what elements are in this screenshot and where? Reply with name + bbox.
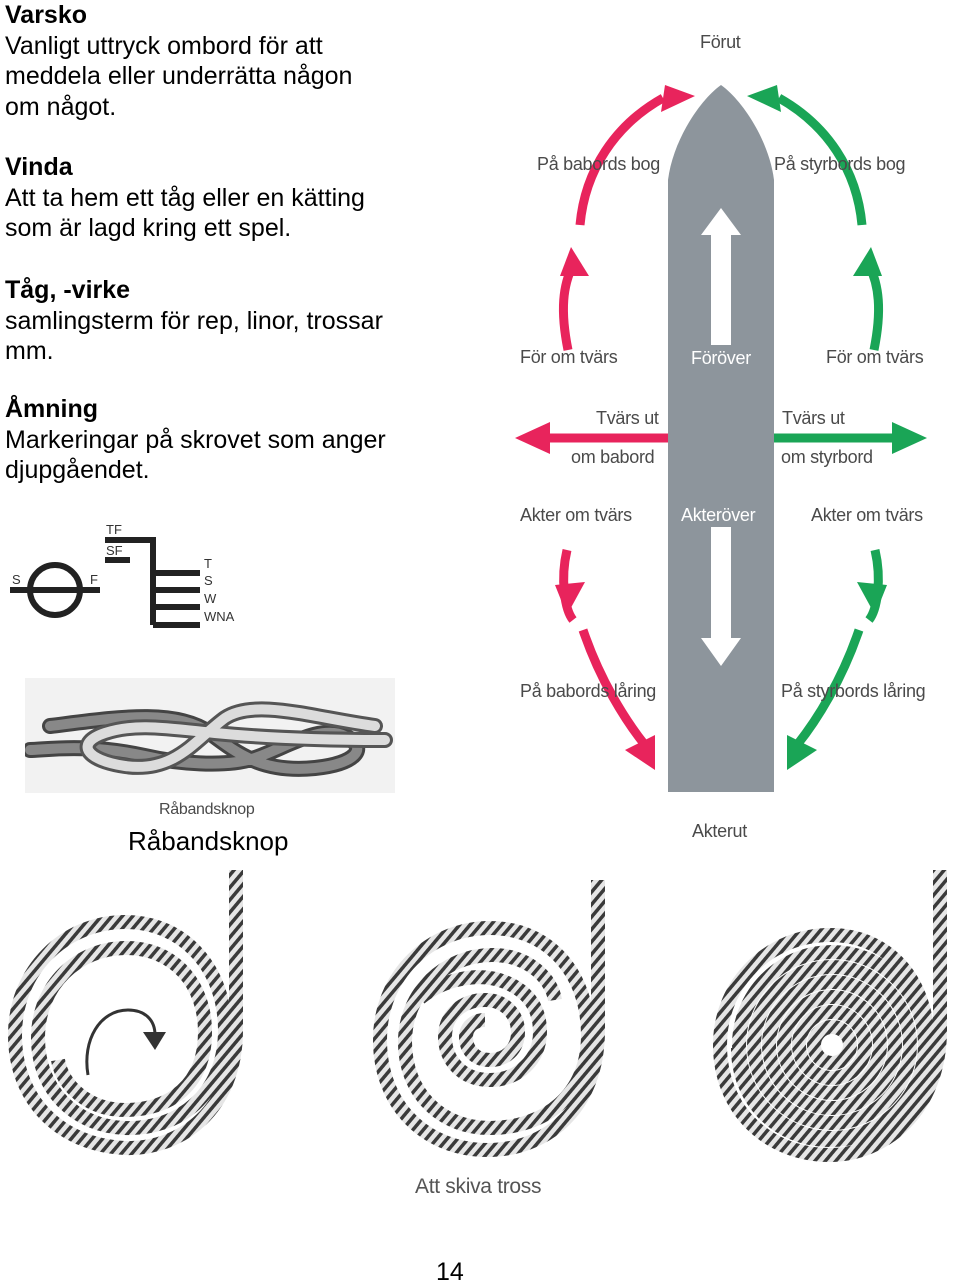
reef-knot-illustration — [25, 678, 395, 793]
label-tvars-ut-babord-1: Tvärs ut — [596, 408, 659, 428]
rope-caption: Att skiva tross — [415, 1175, 542, 1198]
rope-coiling-illustration — [7, 870, 947, 1163]
draft-label-f: F — [90, 572, 98, 587]
label-for-om-tvars-right: För om tvärs — [826, 347, 924, 367]
knot-caption: Råbandsknop — [128, 826, 289, 856]
label-forover: Föröver — [691, 348, 751, 368]
label-tvars-ut-styrbord-1: Tvärs ut — [782, 408, 845, 428]
knot-small-label: Råbandsknop — [159, 801, 255, 818]
coil-direction-arrow — [85, 1008, 157, 1076]
label-akterut: Akterut — [692, 821, 747, 841]
ship-hull — [668, 85, 774, 792]
rope-coil-2 — [372, 880, 605, 1158]
label-akterover: Akteröver — [681, 505, 756, 525]
coil-direction-arrowhead — [143, 1032, 166, 1050]
glossary-definition: Vanligt uttryck ombord för att meddela e… — [5, 31, 353, 121]
label-akter-om-tvars-left: Akter om tvärs — [520, 505, 632, 525]
label-babords-laring: På babords låring — [520, 681, 656, 701]
rope-coil-1 — [7, 870, 243, 1156]
draft-label-tf: TF — [106, 522, 122, 537]
glossary-term: Vinda — [5, 153, 73, 181]
glossary-entry-vinda: Vinda Att ta hem ett tåg eller en kättin… — [5, 152, 475, 244]
draft-marks-diagram: S F TF SF T S W WNA — [10, 522, 235, 628]
ship-bearings-diagram — [515, 85, 927, 792]
label-tvars-ut-styrbord-2: om styrbord — [781, 447, 873, 467]
label-styrbords-bog: På styrbords bog — [774, 154, 906, 174]
glossary-entry-varsko: Varsko Vanligt uttryck ombord för att me… — [5, 0, 475, 122]
page-number: 14 — [436, 1258, 464, 1286]
glossary-entry-amning: Åmning Markeringar på skrovet som anger … — [5, 394, 475, 486]
glossary-term: Åmning — [5, 395, 99, 423]
label-for-om-tvars-left: För om tvärs — [520, 347, 618, 367]
draft-label-wna: WNA — [204, 609, 235, 624]
label-babords-bog: På babords bog — [537, 154, 660, 174]
draft-label-s2: S — [204, 573, 213, 588]
glossary-definition: Att ta hem ett tåg eller en kätting som … — [5, 183, 365, 243]
label-styrbords-laring: På styrbords låring — [781, 681, 926, 701]
draft-label-w: W — [204, 591, 217, 606]
aft-arrow — [701, 527, 741, 666]
starboard-arrowheads — [747, 85, 927, 770]
draft-label-s: S — [12, 572, 21, 587]
glossary-definition: samlingsterm för rep, linor, trossar mm. — [5, 306, 383, 366]
draft-label-sf: SF — [106, 543, 123, 558]
glossary-entry-tag-virke: Tåg, -virke samlingsterm för rep, linor,… — [5, 275, 475, 367]
glossary-definition: Markeringar på skrovet som anger djupgåe… — [5, 425, 386, 485]
draft-ladder — [105, 537, 200, 628]
glossary-term: Tåg, -virke — [5, 276, 131, 304]
draft-label-t: T — [204, 556, 212, 571]
rope-coil-3 — [712, 870, 947, 1163]
port-arrowheads — [515, 85, 695, 770]
forward-arrow — [701, 208, 741, 345]
label-forut: Förut — [700, 32, 741, 52]
port-arrows — [545, 94, 668, 748]
glossary-term: Varsko — [5, 1, 88, 29]
label-tvars-ut-babord-2: om babord — [571, 447, 655, 467]
label-akter-om-tvars-right: Akter om tvärs — [811, 505, 923, 525]
